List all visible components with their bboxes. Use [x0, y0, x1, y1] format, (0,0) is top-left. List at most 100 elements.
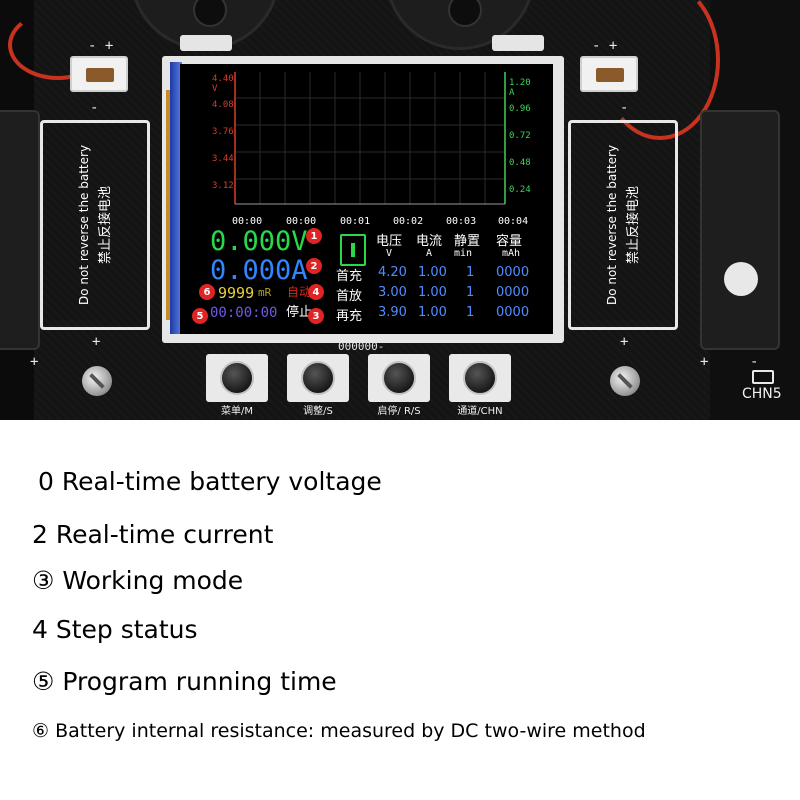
step-name: 再充	[336, 309, 363, 324]
current-unit: A	[291, 255, 308, 286]
time-axis-tick: 00:04	[498, 216, 529, 227]
step-status: 停止	[286, 305, 313, 320]
holder-minus-label: -	[90, 100, 99, 116]
current-axis-tick: 0.48	[509, 158, 531, 168]
unit-voltage: V	[386, 248, 393, 259]
voltage-value: 0.000	[210, 226, 292, 257]
menu-button-label: 菜单/M	[221, 406, 253, 417]
time-axis-tick: 00:01	[340, 216, 371, 227]
step-current: 1.00	[418, 285, 447, 300]
current-axis-unit: A	[509, 88, 515, 98]
voltage-axis-tick: 3.76	[212, 127, 234, 137]
voltage-readout: 0.000V	[210, 228, 308, 255]
header-capacity: 容量	[496, 234, 523, 249]
unit-capacity: mAh	[502, 248, 521, 259]
fan-bracket	[180, 35, 232, 51]
step-capacity: 0000	[496, 305, 530, 320]
time-axis-tick: 00:02	[393, 216, 424, 227]
callout-voltage: 1	[306, 228, 322, 244]
adjust-button[interactable]	[287, 354, 349, 402]
step-current: 1.00	[418, 265, 447, 280]
red-wire	[600, 0, 720, 140]
button-knob	[220, 361, 254, 395]
holder-plus-label: +	[620, 334, 629, 350]
serial-number: 000000-	[338, 340, 385, 353]
channel-icon	[752, 370, 774, 384]
menu-button[interactable]	[206, 354, 268, 402]
current-axis-tick: 0.72	[509, 131, 531, 141]
header-voltage: 电压	[376, 234, 403, 249]
voltage-axis-tick: 4.08	[212, 100, 234, 110]
voltage-axis-tick: 3.12	[212, 181, 234, 191]
step-voltage: 3.00	[378, 285, 407, 300]
lcd-screen: 4.40 V 4.08 3.76 3.44 3.12 1.20 A 0.96 0…	[180, 64, 553, 334]
current-axis-tick: 0.24	[509, 185, 531, 195]
holder-plus-label: +	[92, 334, 101, 350]
screw-icon	[610, 366, 640, 396]
red-wire	[8, 10, 108, 80]
trend-graph	[234, 72, 506, 205]
button-knob	[382, 361, 416, 395]
start-stop-button[interactable]	[368, 354, 430, 402]
callout-status: 3	[308, 308, 324, 324]
outer-plus-label: +	[30, 354, 39, 370]
battery-slot	[0, 110, 40, 350]
resistance-unit: mR	[258, 286, 272, 299]
fan-connector	[580, 56, 638, 92]
battery-holder: Do not reverse the battery 禁止反接电池	[40, 120, 150, 330]
header-rest: 静置	[454, 234, 481, 249]
outer-plus-label: +	[700, 354, 709, 370]
current-axis-tick: 0.96	[509, 104, 531, 114]
button-knob	[301, 361, 335, 395]
time-axis-tick: 00:03	[446, 216, 477, 227]
step-indicator-icon	[340, 234, 366, 266]
resistance-value: 9999	[218, 284, 255, 302]
callout-time: 5	[192, 308, 208, 324]
caption-step-status: 4 Step status	[32, 615, 198, 644]
battery-slot	[700, 110, 780, 350]
step-voltage: 3.90	[378, 305, 407, 320]
voltage-axis-tick: 4.40	[212, 74, 234, 84]
working-mode: 自动	[287, 285, 312, 299]
unit-current: A	[426, 248, 433, 259]
holder-minus-label: -	[620, 100, 629, 116]
step-rest: 1	[466, 305, 475, 320]
callout-mode: 4	[308, 284, 324, 300]
step-name: 首充	[336, 269, 363, 284]
device-board: - + - + - - + + + + - - Do not reverse t…	[0, 0, 800, 420]
slot-hole	[724, 262, 758, 296]
voltage-axis-unit: V	[212, 84, 218, 94]
warning-english: Do not reverse the battery	[77, 144, 91, 306]
current-readout: 0.000A	[210, 257, 308, 284]
header-current: 电流	[416, 234, 443, 249]
step-rest: 1	[466, 265, 475, 280]
warning-chinese: 禁止反接电池	[626, 186, 641, 265]
voltage-unit: V	[291, 226, 308, 257]
caption-running-time: ⑤ Program running time	[32, 667, 337, 696]
step-voltage: 4.20	[378, 265, 407, 280]
step-current: 1.00	[418, 305, 447, 320]
lcd-flex-cable	[170, 62, 182, 334]
callout-resistance: 6	[199, 284, 215, 300]
run-time: 00:00:00	[210, 305, 278, 321]
unit-rest: min	[454, 248, 473, 259]
start-stop-button-label: 启停/ R/S	[377, 406, 421, 417]
channel-label: CHN5	[742, 386, 782, 402]
fan-bracket	[492, 35, 544, 51]
time-axis-tick: 00:00	[232, 216, 263, 227]
outer-minus-label: -	[750, 354, 759, 370]
fan-connector	[70, 56, 128, 92]
caption-current: 2 Real-time current	[32, 520, 274, 549]
warning-chinese: 禁止反接电池	[98, 186, 113, 265]
step-rest: 1	[466, 285, 475, 300]
channel-button-label: 通道/CHN	[457, 406, 503, 417]
caption-working-mode: ③ Working mode	[32, 566, 244, 595]
connector-polarity: - +	[88, 38, 114, 54]
holder-warning: Do not reverse the battery 禁止反接电池	[77, 130, 113, 320]
battery-holder: Do not reverse the battery 禁止反接电池	[568, 120, 678, 330]
voltage-axis-tick: 3.44	[212, 154, 234, 164]
channel-button[interactable]	[449, 354, 511, 402]
time-axis-tick: 00:00	[286, 216, 317, 227]
step-capacity: 0000	[496, 285, 530, 300]
caption-voltage: 0 Real-time battery voltage	[38, 467, 382, 496]
